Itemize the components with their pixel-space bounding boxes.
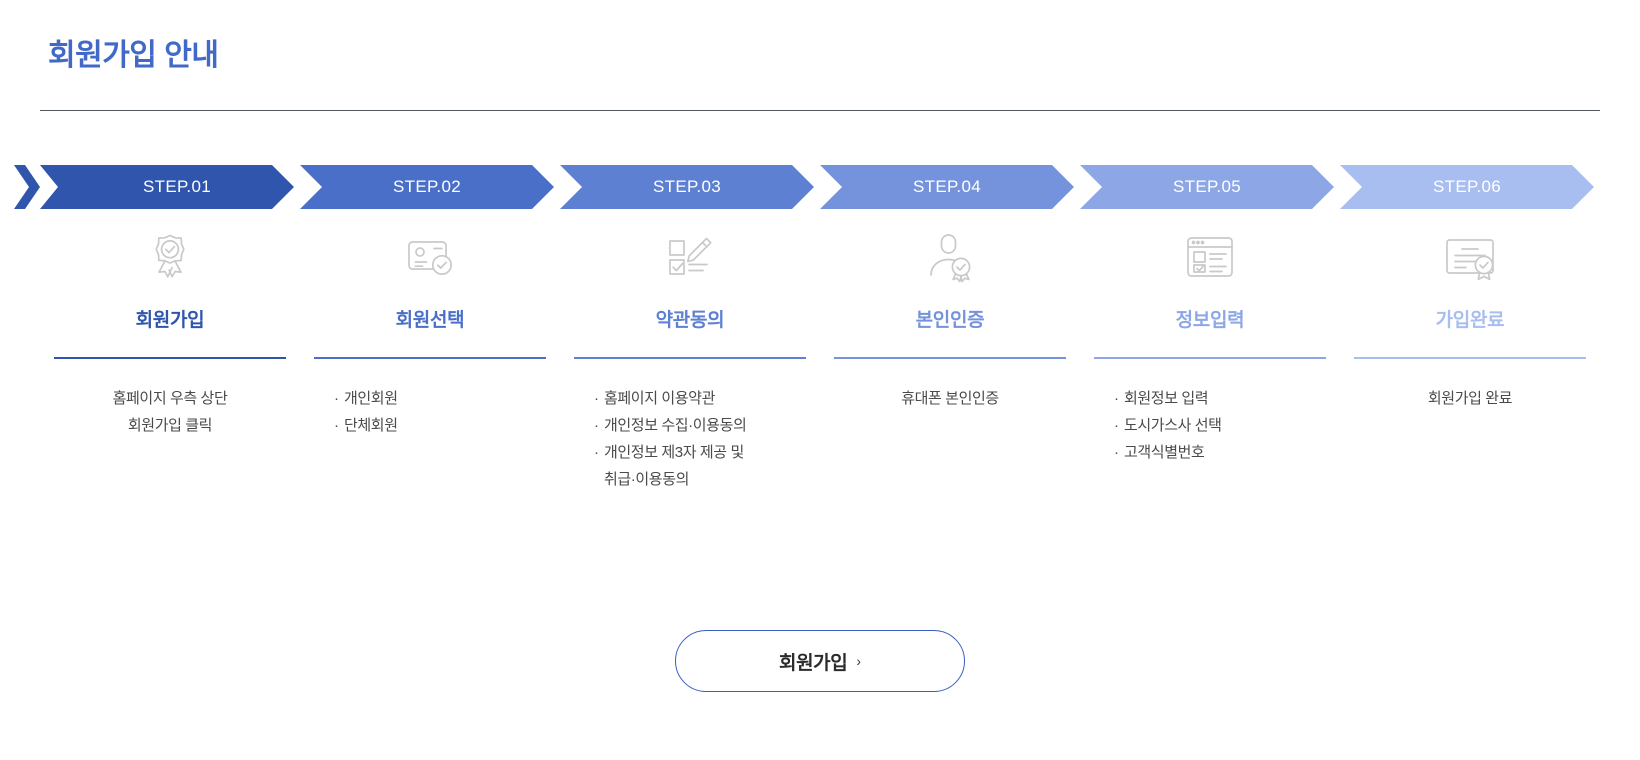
step-description-2: 개인회원단체회원	[300, 385, 560, 439]
description-line: 회원정보 입력	[1114, 385, 1340, 412]
step-underline-3	[574, 357, 806, 359]
step-column-3: STEP.03 약관동의홈페이지 이용약관개인정보 수집·이용동의개인정보 제3…	[560, 165, 820, 493]
step-badge-label: STEP.03	[653, 177, 721, 196]
step-badge-4[interactable]: STEP.04	[820, 165, 1074, 209]
checklist-pen-icon	[560, 209, 820, 305]
step-badge-label: STEP.04	[913, 177, 981, 196]
step-name-3: 약관동의	[655, 310, 725, 331]
step-badge-label: STEP.02	[393, 177, 461, 196]
description-line: 회원가입 완료	[1427, 390, 1513, 407]
cta-area: 회원가입 ›	[0, 630, 1640, 692]
form-window-icon	[1080, 209, 1340, 305]
award-badge-check-icon	[40, 209, 300, 305]
step-underline-4	[834, 357, 1066, 359]
step-badge-3[interactable]: STEP.03	[560, 165, 814, 209]
step-underline-5	[1094, 357, 1326, 359]
step-description-3: 홈페이지 이용약관개인정보 수집·이용동의개인정보 제3자 제공 및취급·이용동…	[560, 385, 820, 493]
step-badge-1[interactable]: STEP.01	[40, 165, 294, 209]
step-badge-label: STEP.06	[1433, 177, 1501, 196]
title-divider	[40, 110, 1600, 111]
description-line: 단체회원	[334, 412, 560, 439]
user-verified-icon	[820, 209, 1080, 305]
description-line: 개인정보 수집·이용동의	[594, 412, 820, 439]
step-column-2: STEP.02 회원선택개인회원단체회원	[300, 165, 560, 493]
step-name-6: 가입완료	[1435, 310, 1505, 331]
description-line: 취급·이용동의	[604, 471, 689, 488]
step-underline-1	[54, 357, 286, 359]
step-column-5: STEP.05 정보입력회원정보 입력도시가스사 선택고객식별번호	[1080, 165, 1340, 493]
step-name-5: 정보입력	[1175, 310, 1245, 331]
flow-start-arrow-icon	[14, 165, 40, 209]
description-line: 홈페이지 우측 상단	[112, 390, 228, 407]
step-badge-2[interactable]: STEP.02	[300, 165, 554, 209]
step-name-4: 본인인증	[915, 310, 985, 331]
step-badge-label: STEP.01	[143, 177, 211, 196]
page-title: 회원가입 안내	[48, 39, 219, 72]
description-line: 개인정보 제3자 제공 및	[594, 439, 820, 466]
id-card-check-icon	[300, 209, 560, 305]
signup-button-label: 회원가입	[779, 652, 848, 674]
step-badge-label: STEP.05	[1173, 177, 1241, 196]
signup-button[interactable]: 회원가입 ›	[675, 630, 965, 692]
step-description-6: 회원가입 완료	[1340, 385, 1600, 412]
description-line: 홈페이지 이용약관	[594, 385, 820, 412]
certificate-seal-icon	[1340, 209, 1600, 305]
step-description-5: 회원정보 입력도시가스사 선택고객식별번호	[1080, 385, 1340, 466]
step-underline-6	[1354, 357, 1586, 359]
chevron-right-icon: ›	[856, 653, 861, 669]
step-description-4: 휴대폰 본인인증	[820, 385, 1080, 412]
description-line: 회원가입 클릭	[127, 417, 213, 434]
description-line: 고객식별번호	[1114, 439, 1340, 466]
description-line: 휴대폰 본인인증	[901, 390, 999, 407]
step-name-1: 회원가입	[135, 310, 205, 331]
step-badge-5[interactable]: STEP.05	[1080, 165, 1334, 209]
description-line: 개인회원	[334, 385, 560, 412]
step-underline-2	[314, 357, 546, 359]
description-line: 도시가스사 선택	[1114, 412, 1340, 439]
step-name-2: 회원선택	[395, 310, 465, 331]
step-badge-6[interactable]: STEP.06	[1340, 165, 1594, 209]
